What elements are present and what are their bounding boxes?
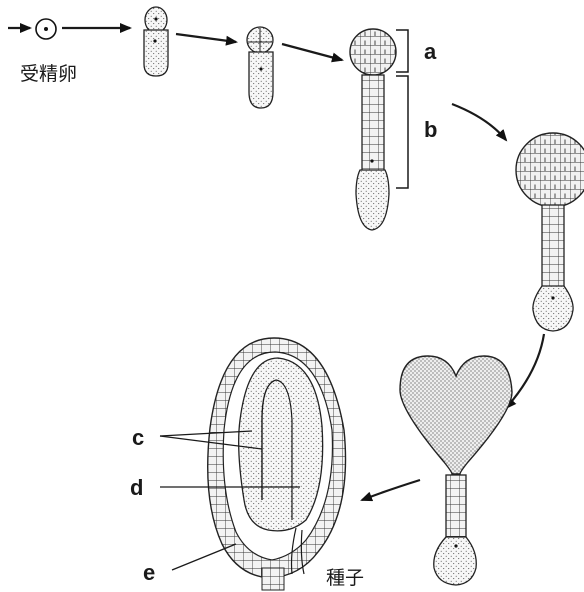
globular-embryo (516, 133, 584, 331)
bracket-b (396, 76, 408, 188)
seed (208, 338, 346, 590)
seed-label: 種子 (326, 567, 364, 589)
label-c: c (132, 425, 144, 450)
fertilized-egg-label: 受精卵 (20, 63, 77, 85)
arrow-to-globular-proembryo (282, 44, 342, 60)
label-a: a (424, 39, 437, 64)
arrow-to-globular-embryo (452, 104, 506, 140)
bracket-a (396, 30, 408, 72)
early-proembryo (247, 27, 273, 108)
heart-stage-embryo (400, 356, 512, 585)
proembryo-with-suspensor (350, 29, 396, 230)
two-cell-embryo (144, 7, 168, 76)
arrow-to-seed (362, 480, 420, 500)
label-e: e (143, 560, 155, 585)
leader-e (172, 544, 236, 570)
label-b: b (424, 117, 437, 142)
fertilized-egg-cell (36, 19, 56, 39)
label-d: d (130, 475, 143, 500)
arrow-two-cell-to-four-cell (176, 34, 236, 42)
